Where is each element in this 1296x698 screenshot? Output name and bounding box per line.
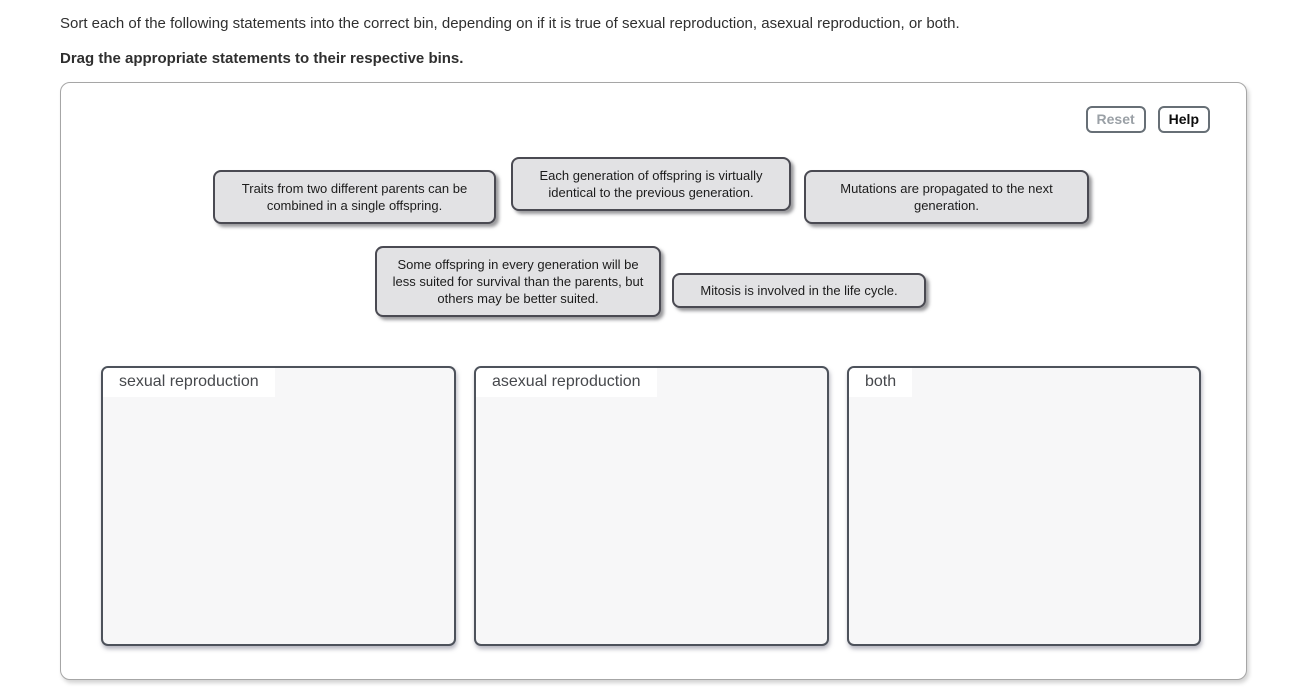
bin-label: sexual reproduction [103, 368, 275, 397]
reset-button[interactable]: Reset [1085, 106, 1146, 133]
drag-hint-text: Drag the appropriate statements to their… [60, 50, 464, 67]
toolbar: Reset Help [1085, 106, 1210, 133]
instruction-text: Sort each of the following statements in… [60, 15, 960, 32]
statement-chip-traits-combined[interactable]: Traits from two different parents can be… [213, 170, 496, 224]
statement-chip-virtually-identical[interactable]: Each generation of offspring is virtuall… [511, 157, 791, 211]
bin-sexual-reproduction[interactable]: sexual reproduction [101, 366, 456, 646]
bin-asexual-reproduction[interactable]: asexual reproduction [474, 366, 829, 646]
statement-chip-mutations-propagated[interactable]: Mutations are propagated to the next gen… [804, 170, 1089, 224]
bin-both[interactable]: both [847, 366, 1201, 646]
bin-label: both [849, 368, 913, 397]
help-button[interactable]: Help [1157, 106, 1210, 133]
statement-chip-less-suited-offspring[interactable]: Some offspring in every generation will … [375, 246, 661, 317]
statement-chip-mitosis-life-cycle[interactable]: Mitosis is involved in the life cycle. [672, 273, 926, 308]
activity-panel: Reset Help Traits from two different par… [60, 82, 1247, 680]
bin-label: asexual reproduction [476, 368, 657, 397]
